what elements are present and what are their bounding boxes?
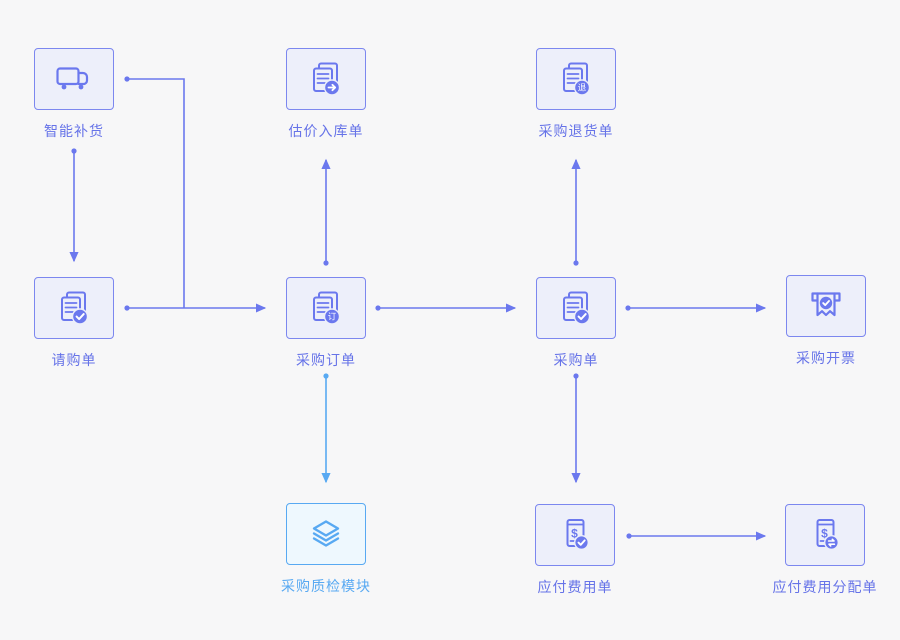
badge-text: 订 bbox=[328, 312, 337, 322]
node-valuation-inbound-order: 估价入库单 bbox=[286, 48, 366, 139]
edge-purchase-bill-to-return-order bbox=[571, 158, 581, 266]
node-payable-expense-allocation-order: $ 应付费用分配单 bbox=[773, 504, 877, 595]
truck-icon bbox=[55, 64, 93, 94]
node-purchase-bill: 采购单 bbox=[536, 277, 616, 368]
dollar-glyph: $ bbox=[571, 527, 578, 541]
document-arrow-icon bbox=[308, 61, 344, 97]
node-label: 请购单 bbox=[51, 352, 97, 368]
receipt-dollar-check-icon: $ bbox=[557, 517, 593, 553]
node-box-payable-expense-order[interactable]: $ bbox=[535, 504, 615, 566]
layers-icon bbox=[308, 516, 344, 552]
node-box-valuation-inbound-order[interactable] bbox=[286, 48, 366, 110]
document-check-icon bbox=[56, 290, 92, 326]
edge-replenishment-to-requisition bbox=[69, 148, 79, 263]
node-smart-replenishment: 智能补货 bbox=[34, 48, 114, 139]
node-purchase-qc-module: 采购质检模块 bbox=[281, 503, 370, 594]
node-label: 采购退货单 bbox=[538, 123, 614, 139]
edge-purchase-order-to-qc-module bbox=[321, 373, 331, 484]
node-box-purchase-return-order[interactable]: 退 bbox=[536, 48, 616, 110]
node-box-purchase-qc-module[interactable] bbox=[286, 503, 366, 565]
document-check-icon bbox=[558, 290, 594, 326]
receipt-dollar-transfer-icon: $ bbox=[807, 517, 843, 553]
edge-payable-expense-to-allocation bbox=[626, 531, 767, 541]
edge-replenishment-to-purchase-order-elbow bbox=[124, 76, 185, 308]
node-label: 采购开票 bbox=[796, 350, 856, 366]
node-label: 采购订单 bbox=[296, 352, 356, 368]
node-purchase-invoicing: 采购开票 bbox=[786, 275, 866, 366]
node-label: 智能补货 bbox=[44, 123, 104, 139]
node-box-purchase-invoicing[interactable] bbox=[786, 275, 866, 337]
dollar-glyph: $ bbox=[821, 527, 828, 541]
node-label: 应付费用单 bbox=[537, 579, 613, 595]
invoice-check-icon bbox=[808, 288, 844, 324]
badge-text: 退 bbox=[578, 83, 587, 93]
edge-purchase-order-to-valuation-inbound bbox=[321, 158, 331, 266]
node-purchase-order: 订 采购订单 bbox=[286, 277, 366, 368]
node-label: 估价入库单 bbox=[288, 123, 364, 139]
node-box-purchase-bill[interactable] bbox=[536, 277, 616, 339]
node-box-purchase-requisition[interactable] bbox=[34, 277, 114, 339]
node-purchase-return-order: 退 采购退货单 bbox=[536, 48, 616, 139]
edge-purchase-order-to-purchase-bill bbox=[375, 303, 517, 313]
node-box-smart-replenishment[interactable] bbox=[34, 48, 114, 110]
node-box-payable-expense-allocation-order[interactable]: $ bbox=[785, 504, 865, 566]
node-purchase-requisition: 请购单 bbox=[34, 277, 114, 368]
node-payable-expense-order: $ 应付费用单 bbox=[535, 504, 615, 595]
edge-requisition-to-purchase-order bbox=[124, 303, 267, 313]
node-label: 采购质检模块 bbox=[281, 578, 371, 594]
document-badge-icon: 订 bbox=[308, 290, 344, 326]
node-box-purchase-order[interactable]: 订 bbox=[286, 277, 366, 339]
node-label: 采购单 bbox=[553, 352, 599, 368]
edge-purchase-bill-to-invoicing bbox=[625, 303, 767, 313]
edge-purchase-bill-to-payable-expense bbox=[571, 373, 581, 484]
node-label: 应付费用分配单 bbox=[772, 579, 878, 595]
document-badge-icon: 退 bbox=[558, 61, 594, 97]
